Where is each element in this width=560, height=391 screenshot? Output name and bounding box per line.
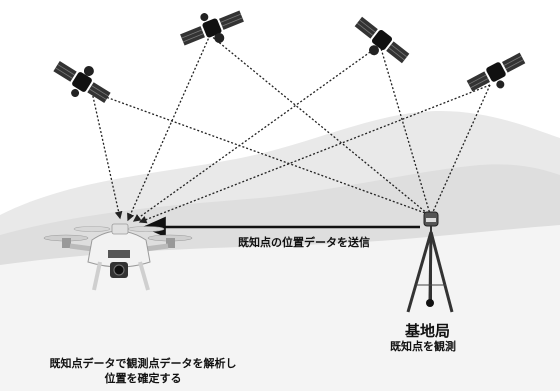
drone-caption-line-2: 位置を確定する — [104, 372, 182, 385]
drone-caption: 既知点データで観測点データを解析し 位置を確定する — [28, 356, 258, 386]
base-station-subtitle: 既知点を観測 — [390, 340, 456, 353]
background-hills — [0, 111, 560, 391]
transmission-label: 既知点の位置データを送信 — [238, 236, 370, 249]
base-station-title: 基地局 — [405, 322, 451, 340]
satellite-icon — [180, 10, 244, 46]
satellite-icon — [53, 61, 111, 103]
gnss-base-station-icon — [406, 211, 454, 313]
drone-icon — [43, 223, 193, 291]
drone-caption-line-1: 既知点データで観測点データを解析し — [49, 357, 237, 370]
satellite-icon — [466, 52, 526, 92]
satellite-signal-lines — [91, 34, 491, 224]
satellite-icon — [354, 16, 410, 64]
